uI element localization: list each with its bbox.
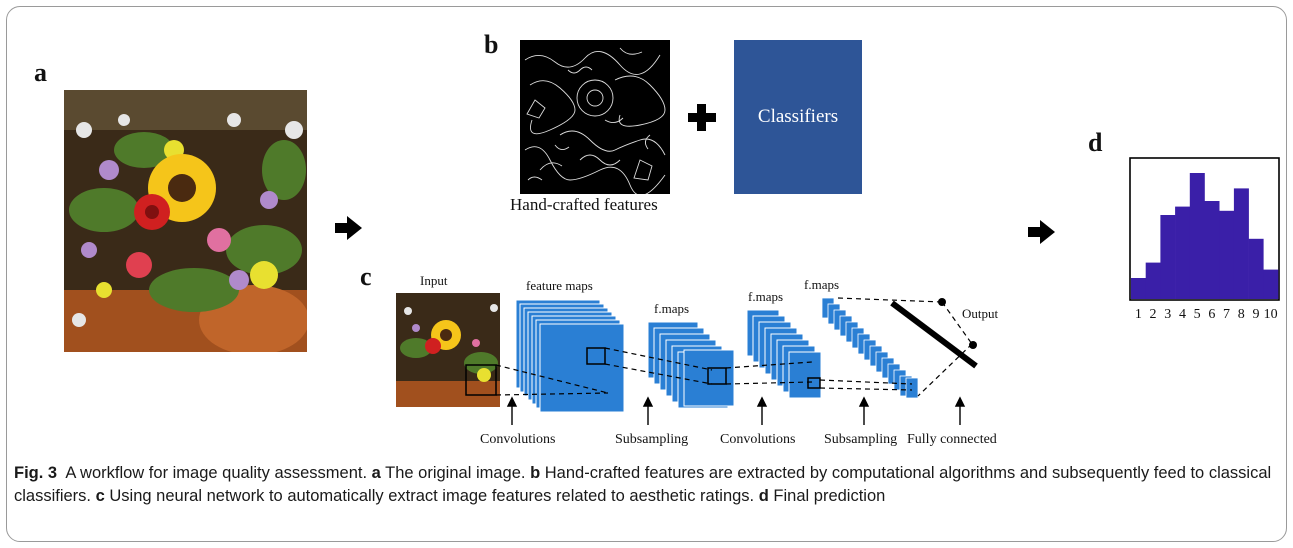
caption-key-d: d	[758, 487, 769, 505]
histogram-tick-label: 4	[1179, 307, 1186, 322]
histogram-tick-label: 7	[1223, 307, 1230, 322]
cnn-output-label: Output	[962, 306, 999, 321]
figure-caption: Fig. 3 A workflow for image quality asse…	[14, 462, 1276, 508]
stage-label-convolutions-2: Convolutions	[720, 432, 796, 447]
edge-feature-map-image	[520, 40, 670, 194]
stage-label-subsampling-2: Subsampling	[824, 432, 898, 447]
cnn-input-image	[396, 293, 500, 407]
caption-text-a: The original image.	[385, 464, 526, 482]
histogram-bar	[1175, 206, 1191, 299]
histogram-tick-label: 6	[1208, 307, 1215, 322]
fully-connected-bar	[890, 300, 978, 369]
histogram-bar	[1204, 201, 1220, 299]
caption-key-c: c	[95, 487, 105, 505]
receptive-field-box	[807, 377, 821, 389]
fmaps-label-2: f.maps	[748, 289, 784, 304]
plus-icon	[688, 104, 716, 131]
caption-text-b: Hand-crafted features are extracted by c…	[14, 464, 1272, 505]
histogram-tick-label: 5	[1194, 307, 1201, 322]
fmaps-stack-2	[746, 309, 822, 399]
panel-label-b: b	[484, 30, 499, 59]
feature-maps-label: feature maps	[526, 278, 593, 293]
output-node	[969, 341, 977, 349]
panel-label-c: c	[360, 262, 372, 291]
histogram-tick-label: 8	[1238, 307, 1245, 322]
output-node	[938, 298, 946, 306]
fmaps-label-3: f.maps	[804, 277, 840, 292]
panel-label-a: a	[34, 58, 47, 87]
fmaps-stack-3	[821, 297, 919, 399]
histogram-bar	[1160, 215, 1176, 299]
handcrafted-features-label: Hand-crafted features	[510, 195, 658, 214]
caption-intro: A workflow for image quality assessment.	[65, 464, 368, 482]
histogram-bar	[1219, 210, 1235, 299]
original-flower-image	[64, 90, 307, 352]
histogram-bar	[1263, 269, 1279, 299]
caption-fig-label: Fig. 3	[14, 464, 58, 482]
caption-text-c: Using neural network to automatically ex…	[109, 487, 755, 505]
fmaps-label-1: f.maps	[654, 301, 690, 316]
arrow-right-icon	[335, 216, 362, 240]
cnn-input-label: Input	[420, 273, 448, 288]
histogram-tick-label: 1	[1135, 307, 1142, 322]
figure-frame	[6, 6, 1287, 542]
stage-label-subsampling-1: Subsampling	[615, 432, 689, 447]
receptive-field-box	[465, 364, 497, 396]
stage-label-fully-connected: Fully connected	[907, 432, 997, 447]
receptive-field-box	[586, 347, 606, 365]
histogram-bar	[1131, 278, 1146, 299]
histogram-tick-label: 2	[1150, 307, 1157, 322]
histogram-bar	[1248, 238, 1264, 299]
histogram-bar	[1233, 188, 1249, 299]
histogram-bar	[1145, 262, 1161, 299]
stage-label-convolutions-1: Convolutions	[480, 432, 556, 447]
caption-text-d: Final prediction	[773, 487, 886, 505]
arrow-right-icon	[1028, 220, 1055, 244]
histogram-tick-label: 3	[1164, 307, 1171, 322]
histogram-bar	[1189, 173, 1205, 299]
caption-key-a: a	[371, 464, 381, 482]
receptive-field-box	[707, 367, 727, 385]
feature-maps-stack	[515, 299, 625, 413]
classifiers-box: Classifiers	[734, 40, 862, 194]
histogram-tick-label: 10	[1264, 307, 1278, 322]
panel-label-d: d	[1088, 128, 1103, 157]
caption-key-b: b	[530, 464, 541, 482]
fmaps-stack-1	[647, 321, 735, 409]
histogram-tick-label: 9	[1252, 307, 1259, 322]
